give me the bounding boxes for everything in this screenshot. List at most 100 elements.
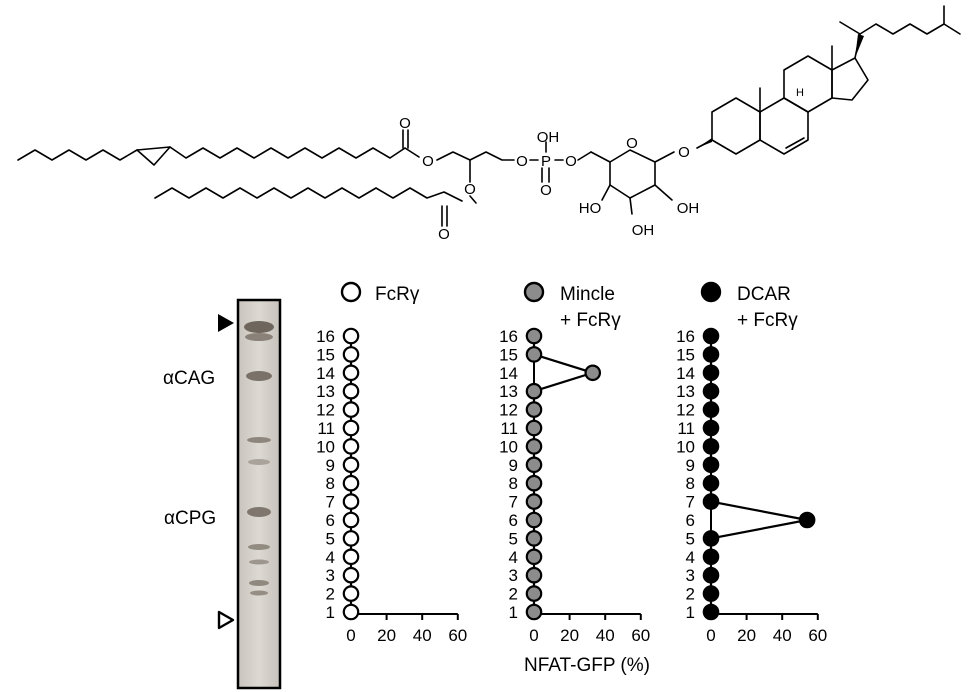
x-tick-label: 20: [377, 626, 396, 645]
sugar-ring: [609, 149, 656, 199]
y-tick-label: 4: [326, 548, 335, 567]
tlc-plate: [236, 298, 282, 690]
data-point: [525, 530, 543, 547]
y-tick-label: 2: [326, 585, 335, 604]
y-tick-label: 10: [316, 437, 335, 456]
alkyl-chain-lower: [154, 187, 463, 202]
y-tick-label: 13: [499, 382, 518, 401]
data-point: [342, 456, 360, 474]
y-tick-label: 8: [326, 474, 335, 493]
y-tick-label: 9: [686, 456, 695, 475]
y-tick-label: 8: [686, 474, 695, 493]
alkyl-chain-left: [17, 149, 138, 161]
data-point: [525, 511, 543, 529]
data-point: [702, 456, 720, 474]
y-tick-label: 3: [686, 566, 695, 585]
data-point: [702, 474, 720, 492]
atom-o-ring: O: [626, 135, 638, 152]
data-point: [525, 327, 543, 345]
atom-o-glycerol: O: [516, 153, 528, 170]
x-tick-label: 20: [737, 626, 756, 645]
data-point: [702, 585, 720, 602]
data-point: [702, 346, 720, 363]
data-point: [584, 364, 602, 382]
alkyl-chain-upper: [169, 146, 420, 159]
data-point: [342, 346, 360, 363]
y-tick-label: 3: [326, 566, 335, 585]
atom-h-steroid: H: [796, 87, 804, 99]
data-point: [525, 493, 543, 510]
data-point: [342, 566, 360, 584]
y-tick-label: 7: [509, 493, 518, 512]
data-point: [525, 474, 543, 492]
tlc-band-origin-top: [244, 321, 274, 333]
y-tick-label: 2: [509, 585, 518, 604]
atom-oh-sugar-right: OH: [677, 200, 700, 217]
x-tick-label: 60: [448, 626, 467, 645]
y-tick-label: 5: [509, 529, 518, 548]
atom-oh-sugar-bottom: OH: [632, 222, 655, 239]
data-point: [702, 548, 720, 566]
atom-ho-sugar: HO: [579, 200, 602, 217]
data-point: [525, 585, 543, 602]
data-point: [525, 438, 543, 455]
x-tick-label: 60: [808, 626, 827, 645]
y-tick-label: 15: [316, 345, 335, 364]
legend-marker: [523, 281, 545, 303]
y-tick-label: 13: [316, 382, 335, 401]
y-tick-label: 11: [677, 419, 695, 438]
y-tick-label: 6: [326, 511, 335, 530]
tlc-band: [249, 559, 269, 565]
origin-arrow-icon: [217, 610, 235, 630]
x-tick-label: 40: [773, 626, 792, 645]
y-tick-label: 9: [326, 456, 335, 475]
tlc-band: [245, 333, 273, 341]
series-line: [532, 336, 597, 612]
y-tick-label: 11: [500, 419, 518, 438]
steroid-side-chain: [854, 5, 945, 59]
panel-title: FcRγ: [375, 284, 420, 305]
atom-o-phosphate-double: O: [540, 182, 552, 199]
y-tick-label: 5: [686, 529, 695, 548]
steroid-ring-c: [783, 55, 833, 113]
data-point: [342, 511, 360, 529]
cyclopropane-ring: [136, 146, 171, 166]
atom-o-ester2-carbonyl: O: [438, 226, 450, 243]
y-tick-label: 5: [326, 529, 335, 548]
panel-subtitle: + FcRγ: [560, 310, 621, 331]
data-point: [342, 382, 360, 400]
data-point: [342, 401, 360, 418]
y-tick-label: 7: [686, 493, 695, 512]
tlc-band-cpg: [247, 507, 271, 517]
y-tick-label: 12: [316, 401, 335, 420]
y-tick-label: 16: [499, 327, 518, 346]
y-tick-label: 9: [509, 456, 518, 475]
y-tick-label: 12: [499, 401, 518, 420]
data-point: [798, 511, 816, 529]
panel-subtitle: + FcRγ: [737, 310, 798, 331]
x-tick-label: 40: [596, 626, 615, 645]
data-point: [525, 382, 543, 400]
tlc-band: [249, 580, 269, 586]
x-tick-label: 0: [706, 626, 715, 645]
panel-title: DCAR: [737, 284, 791, 305]
y-tick-label: 12: [676, 401, 695, 420]
data-point: [525, 456, 543, 474]
x-axis-label: NFAT-GFP (%): [524, 655, 650, 676]
y-tick-label: 14: [676, 364, 695, 383]
data-point: [342, 548, 360, 566]
data-point: [702, 327, 720, 345]
data-point: [702, 530, 720, 547]
data-point: [342, 603, 360, 621]
label-acpg: αCPG: [164, 508, 216, 529]
tlc-band-cag: [246, 371, 272, 381]
y-tick-label: 6: [509, 511, 518, 530]
data-point: [702, 603, 720, 621]
data-point: [702, 401, 720, 418]
atom-o-ester1-carbonyl: O: [399, 115, 411, 132]
data-point: [342, 438, 360, 455]
